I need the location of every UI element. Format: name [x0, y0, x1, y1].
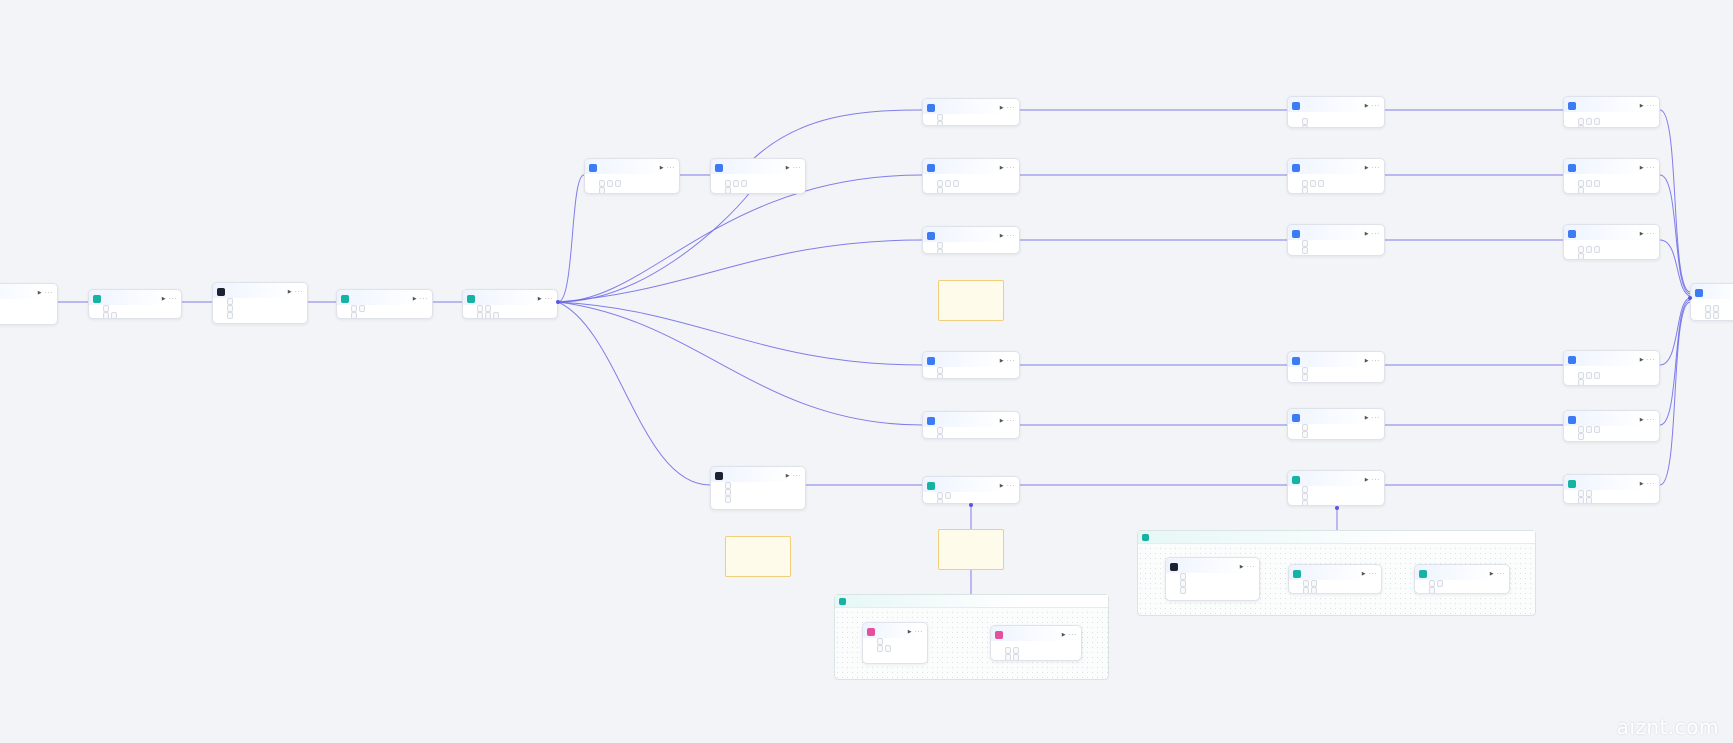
sticky-note[interactable] [938, 280, 1004, 321]
workflow-node[interactable]: ▶ ··· [710, 466, 806, 510]
workflow-node[interactable]: ▶ ··· [1287, 408, 1385, 440]
workflow-node[interactable]: ▶ ··· [1563, 96, 1660, 128]
workflow-node[interactable]: ▶ ··· [1563, 224, 1660, 260]
connection-port[interactable] [1335, 506, 1339, 510]
workflow-node[interactable]: ▶ ··· [1287, 96, 1385, 128]
workflow-node[interactable] [1690, 283, 1733, 321]
workflow-node[interactable]: ▶ ··· [922, 351, 1020, 379]
workflow-node[interactable]: ▶ ··· [862, 622, 928, 664]
workflow-node[interactable]: ▶ ··· [1563, 350, 1660, 386]
workflow-node[interactable]: ▶ ··· [922, 226, 1020, 254]
workflow-node[interactable]: ▶ ··· [1287, 351, 1385, 383]
workflow-node[interactable]: ▶ ··· [462, 289, 558, 319]
connection-port[interactable] [556, 300, 560, 304]
workflow-node[interactable]: ▶ ··· [212, 282, 308, 324]
workflow-node[interactable]: ▶ ··· [1563, 410, 1660, 442]
workflow-node[interactable]: ▶ ··· [922, 158, 1020, 194]
node-controls[interactable]: ▶ ··· [37, 289, 53, 296]
workflow-node[interactable]: ▶ ··· [922, 476, 1020, 504]
workflow-node[interactable]: _识别▶ ··· 输入~ 输出text [0, 283, 58, 325]
watermark-text: aiznt.com [1616, 715, 1719, 739]
sticky-note[interactable] [938, 529, 1004, 570]
workflow-node[interactable]: ▶ ··· [88, 289, 182, 319]
workflow-node[interactable]: ▶ ··· [1563, 474, 1660, 504]
workflow-node[interactable]: ▶ ··· [1287, 470, 1385, 506]
workflow-node[interactable]: ▶ ··· [922, 411, 1020, 439]
workflow-node[interactable]: ▶ ··· [1165, 557, 1260, 601]
workflow-node[interactable]: ▶ ··· [990, 625, 1082, 661]
workflow-node[interactable]: ▶ ··· [584, 158, 680, 194]
workflow-node[interactable]: ▶ ··· [1563, 158, 1660, 194]
connection-port[interactable] [969, 503, 973, 507]
sticky-note[interactable] [725, 536, 791, 577]
workflow-node[interactable]: ▶ ··· [1287, 158, 1385, 194]
workflow-node[interactable]: ▶ ··· [922, 98, 1020, 126]
workflow-node[interactable]: ▶ ··· [1288, 564, 1382, 594]
workflow-node[interactable]: ▶ ··· [1414, 564, 1510, 594]
workflow-node[interactable]: ▶ ··· [336, 289, 433, 319]
workflow-node[interactable]: ▶ ··· [1287, 224, 1385, 256]
workflow-node[interactable]: ▶ ··· [710, 158, 806, 194]
connection-port[interactable] [1688, 296, 1692, 300]
